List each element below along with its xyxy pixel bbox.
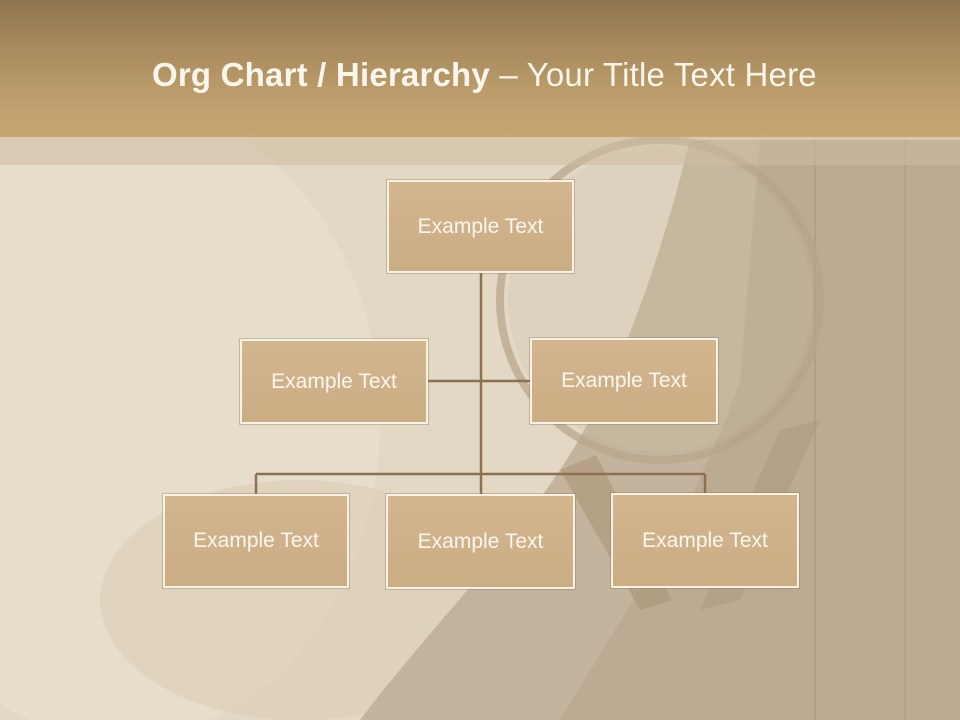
title-main: Org Chart / Hierarchy bbox=[152, 56, 490, 93]
org-node-child-right[interactable]: Example Text bbox=[611, 493, 799, 588]
org-node-assistant-left[interactable]: Example Text bbox=[240, 339, 428, 424]
org-node-child-center[interactable]: Example Text bbox=[386, 494, 575, 589]
slide-title: Org Chart / Hierarchy – Your Title Text … bbox=[152, 56, 817, 94]
title-separator: – bbox=[499, 56, 527, 93]
title-subtitle: Your Title Text Here bbox=[526, 56, 817, 93]
org-node-assistant-right[interactable]: Example Text bbox=[530, 338, 718, 424]
org-node-top[interactable]: Example Text bbox=[387, 180, 574, 273]
org-node-child-left[interactable]: Example Text bbox=[163, 494, 349, 588]
title-bar: Org Chart / Hierarchy – Your Title Text … bbox=[0, 0, 960, 137]
